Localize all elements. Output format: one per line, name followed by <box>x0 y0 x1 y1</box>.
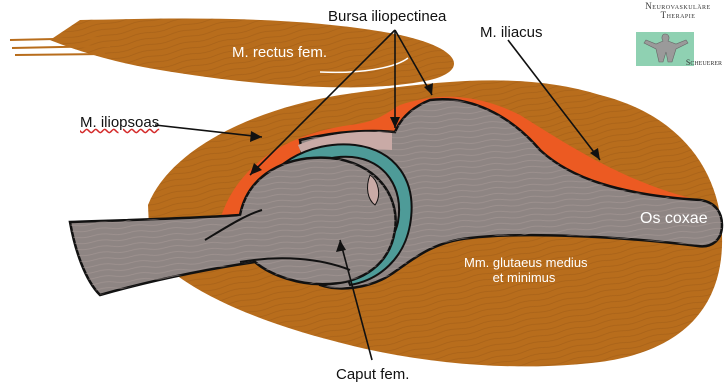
logo-title: Neurovaskuläre Therapie <box>632 2 724 21</box>
logo-line2: Therapie <box>632 11 724 20</box>
logo: Neurovaskuläre Therapie Scheuerer <box>632 2 724 106</box>
label-mm-glutaeus-line2: et minimus <box>464 271 584 286</box>
label-bursa-iliopectinea: Bursa iliopectinea <box>328 8 446 25</box>
label-m-iliopsoas: M. iliopsoas <box>80 114 159 131</box>
label-m-rectus-fem: M. rectus fem. <box>232 44 327 61</box>
label-mm-glutaeus: Mm. glutaeus medius et minimus <box>464 256 584 286</box>
label-caput-fem: Caput fem. <box>336 366 409 383</box>
logo-line3: Scheuerer <box>686 58 722 67</box>
label-os-coxae: Os coxae <box>640 210 708 228</box>
label-m-iliacus: M. iliacus <box>480 24 543 41</box>
label-mm-glutaeus-line1: Mm. glutaeus medius <box>464 256 584 271</box>
